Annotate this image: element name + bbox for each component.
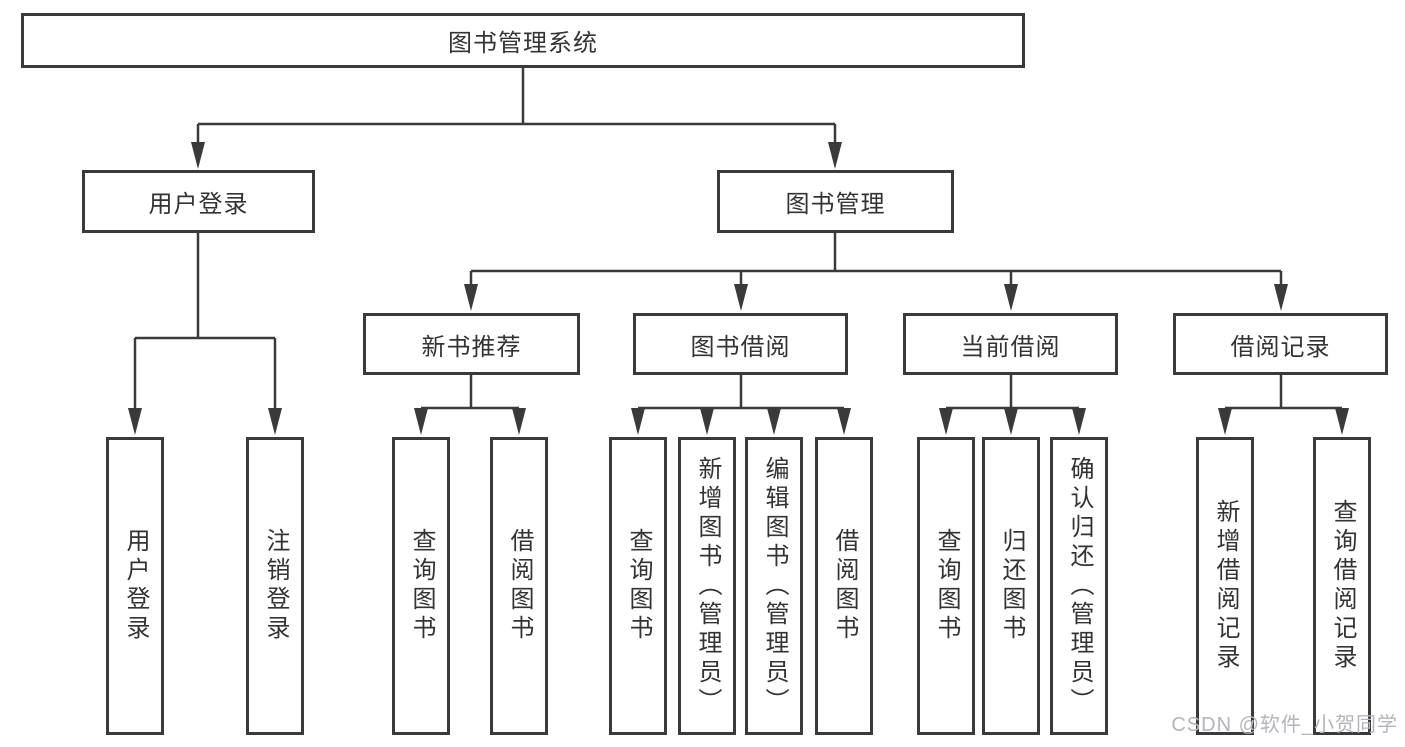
leaf-box-logout: 注销登录 [246, 437, 304, 735]
level3-box-new-book: 新书推荐 [363, 313, 580, 375]
root-label: 图书管理系统 [448, 30, 598, 57]
level3-box-borrow-record: 借阅记录 [1173, 313, 1388, 375]
root-box-library-system: 图书管理系统 [21, 13, 1025, 68]
leaf-box-query-books-3: 查询图书 [917, 437, 975, 735]
leaf-label-query-books-3: 查询图书 [933, 528, 960, 644]
leaf-label-user-login: 用户登录 [122, 528, 149, 644]
leaf-box-query-borrow-record: 查询借阅记录 [1313, 437, 1371, 735]
leaf-label-logout: 注销登录 [262, 528, 289, 644]
arrowheads [128, 142, 1349, 435]
leaf-label-return-books: 归还图书 [998, 528, 1025, 644]
leaf-box-borrow-books-2: 借阅图书 [815, 437, 873, 735]
level3-box-book-borrow: 图书借阅 [633, 313, 848, 375]
level3-label-book-borrow: 图书借阅 [690, 333, 791, 361]
leaf-box-user-login: 用户登录 [106, 437, 164, 735]
level3-label-borrow-record: 借阅记录 [1230, 333, 1331, 361]
leaf-box-return-books: 归还图书 [982, 437, 1040, 735]
leaf-label-add-books-admin: 新增图书（管理员） [694, 455, 721, 717]
leaf-label-borrow-books-2: 借阅图书 [831, 528, 858, 644]
leaf-box-add-books-admin: 新增图书（管理员） [678, 437, 736, 735]
level2-label-book-management: 图书管理 [785, 191, 886, 218]
leaf-box-query-books-1: 查询图书 [392, 437, 450, 735]
leaf-label-add-borrow-record: 新增借阅记录 [1212, 499, 1239, 673]
leaf-label-query-borrow-record: 查询借阅记录 [1329, 499, 1356, 673]
leaf-box-add-borrow-record: 新增借阅记录 [1196, 437, 1254, 735]
leaf-box-query-books-2: 查询图书 [609, 437, 667, 735]
leaf-label-confirm-return-admin: 确认归还（管理员） [1066, 455, 1093, 717]
level3-box-current-borrow: 当前借阅 [903, 313, 1118, 375]
leaf-label-borrow-books-1: 借阅图书 [506, 528, 533, 644]
level2-box-user-login: 用户登录 [82, 170, 315, 233]
csdn-watermark: CSDN @软件_小贺同学 [1171, 714, 1398, 736]
leaf-box-confirm-return-admin: 确认归还（管理员） [1050, 437, 1108, 735]
leaf-label-query-books-2: 查询图书 [625, 528, 652, 644]
leaf-label-query-books-1: 查询图书 [408, 528, 435, 644]
level2-label-user-login: 用户登录 [148, 191, 249, 218]
leaf-box-borrow-books-1: 借阅图书 [490, 437, 548, 735]
leaf-label-edit-books-admin: 编辑图书（管理员） [761, 455, 788, 717]
level3-label-new-book: 新书推荐 [421, 333, 522, 361]
level2-box-book-management: 图书管理 [717, 170, 954, 233]
level3-label-current-borrow: 当前借阅 [960, 333, 1061, 361]
leaf-box-edit-books-admin: 编辑图书（管理员） [745, 437, 803, 735]
